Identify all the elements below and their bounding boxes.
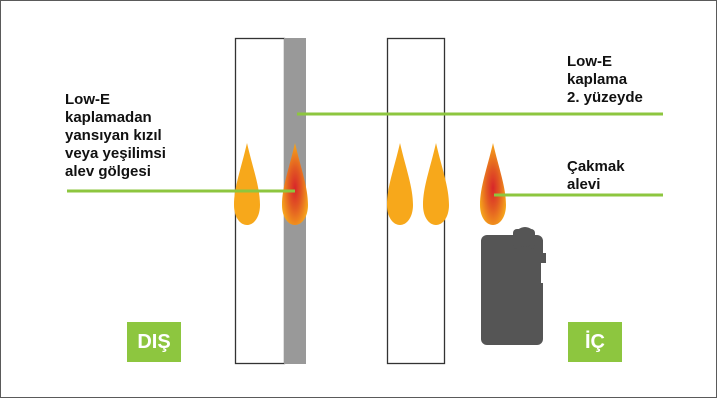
- reflection-label-line: alev gölgesi: [65, 163, 151, 180]
- flame-icon: [234, 143, 260, 225]
- reflection-label-line: kaplamadan: [65, 109, 152, 126]
- flame-icon: [387, 143, 413, 225]
- lighter-icon: [481, 227, 547, 345]
- outside-badge: DIŞ: [127, 322, 181, 362]
- inside-badge: İÇ: [568, 322, 622, 362]
- reflection-label-line: Low-E: [65, 91, 110, 108]
- coating-label-line: 2. yüzeyde: [567, 89, 643, 106]
- coating-label: Low-E kaplama 2. yüzeyde: [567, 53, 643, 107]
- reflection-label: Low-E kaplamadan yansıyan kızıl veya yeş…: [65, 91, 166, 181]
- reflection-label-line: yansıyan kızıl: [65, 127, 162, 144]
- coating-label-line: Low-E: [567, 53, 612, 70]
- flame-icon: [423, 143, 449, 225]
- flame-icon: [480, 143, 506, 225]
- lighter-flame-label-line: alevi: [567, 176, 601, 193]
- lighter-flame-label-line: Çakmak: [567, 158, 625, 175]
- reflection-label-line: veya yeşilimsi: [65, 145, 166, 162]
- flame-icon: [282, 143, 308, 225]
- lighter-flame-label: Çakmak alevi: [567, 158, 625, 194]
- coating-label-line: kaplama: [567, 71, 628, 88]
